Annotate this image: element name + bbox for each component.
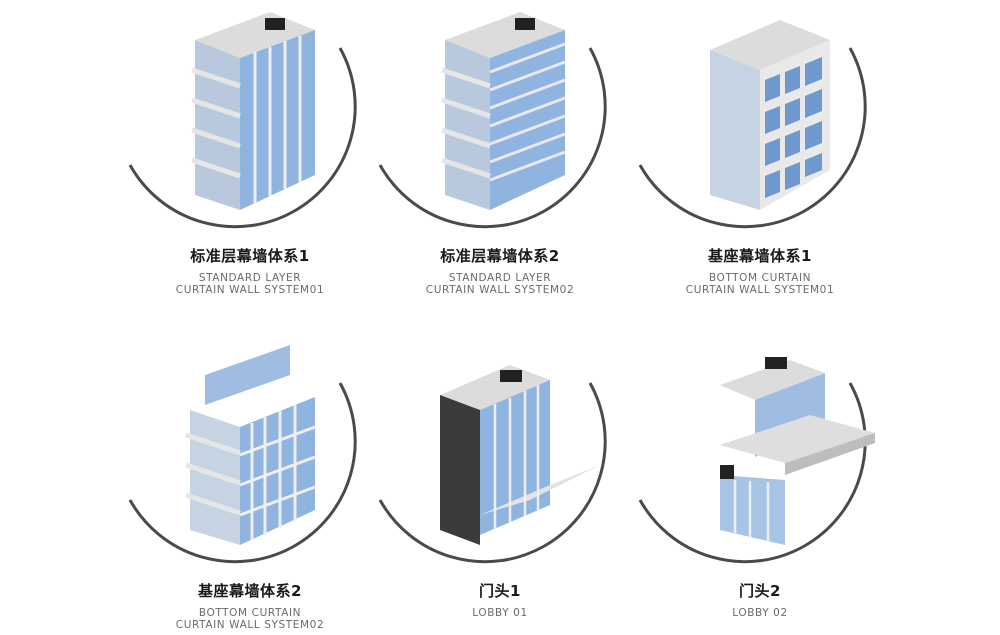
panel-title: 基座幕墙体系2	[198, 582, 302, 600]
panel-bottom-curtain-01: 基座幕墙体系1 BOTTOM CURTAIN CURTAIN WALL SYST…	[610, 0, 910, 300]
panel-title: 门头1	[479, 582, 521, 600]
panel-caption: 基座幕墙体系2 BOTTOM CURTAIN CURTAIN WALL SYST…	[100, 580, 400, 631]
panel-caption: 标准层幕墙体系2 STANDARD LAYER CURTAIN WALL SYS…	[350, 245, 650, 296]
backdrop-arc	[638, 47, 867, 229]
dark-side-wall	[440, 395, 480, 545]
rooftop-unit	[265, 18, 285, 30]
floor-slabs	[191, 67, 241, 179]
rooftop-unit	[515, 18, 535, 30]
canopy-slab	[720, 415, 875, 463]
mullions	[733, 480, 770, 541]
tower-illustration	[638, 20, 867, 229]
side-facade	[710, 50, 760, 210]
side-facade	[195, 40, 240, 210]
tower-illustration	[378, 365, 607, 564]
panel-caption: 门头2 LOBBY 02	[610, 580, 910, 619]
tower-illustration	[128, 345, 357, 564]
ground-glazing	[720, 475, 785, 545]
panel-subtitle: LOBBY 02	[732, 607, 788, 619]
backdrop-arc	[128, 382, 357, 564]
panel-title: 标准层幕墙体系1	[190, 247, 310, 265]
panel-caption: 门头1 LOBBY 01	[350, 580, 650, 619]
front-facade	[240, 30, 315, 210]
panel-subtitle: STANDARD LAYER CURTAIN WALL SYSTEM01	[175, 272, 325, 296]
structural-beam	[720, 465, 734, 479]
side-facade	[445, 40, 490, 210]
panel-standard-layer-01: 标准层幕墙体系1 STANDARD LAYER CURTAIN WALL SYS…	[100, 0, 400, 300]
floor-slabs	[185, 432, 241, 516]
staggered-mullions	[239, 405, 316, 540]
backdrop-arc	[378, 382, 607, 564]
tower-illustration	[638, 357, 875, 564]
panel-title: 标准层幕墙体系2	[440, 247, 560, 265]
panel-subtitle: STANDARD LAYER CURTAIN WALL SYSTEM02	[425, 272, 575, 296]
rooftop-unit	[500, 370, 522, 382]
tower-illustration	[128, 12, 357, 229]
panel-title: 基座幕墙体系1	[708, 247, 812, 265]
panel-lobby-02: 门头2 LOBBY 02	[610, 335, 910, 635]
roof	[440, 365, 550, 410]
horizontal-bands	[489, 42, 566, 182]
mullions	[493, 385, 540, 529]
tower-illustration	[378, 12, 607, 229]
backdrop-arc	[128, 47, 357, 229]
panel-subtitle: BOTTOM CURTAIN CURTAIN WALL SYSTEM02	[175, 607, 325, 631]
backdrop-arc	[378, 47, 607, 229]
panel-caption: 标准层幕墙体系1 STANDARD LAYER CURTAIN WALL SYS…	[100, 245, 400, 296]
roof	[710, 20, 830, 70]
window-grid	[765, 57, 822, 198]
mullions	[253, 36, 302, 203]
panel-caption: 基座幕墙体系1 BOTTOM CURTAIN CURTAIN WALL SYST…	[610, 245, 910, 296]
panel-bottom-curtain-02: 基座幕墙体系2 BOTTOM CURTAIN CURTAIN WALL SYST…	[100, 335, 400, 635]
front-facade	[490, 30, 565, 210]
floor-slabs	[441, 67, 491, 179]
panel-lobby-01: 门头1 LOBBY 01	[350, 335, 650, 635]
panel-subtitle: BOTTOM CURTAIN CURTAIN WALL SYSTEM01	[685, 272, 835, 296]
side-facade	[190, 410, 240, 545]
rooftop-unit	[765, 357, 787, 369]
panel-title: 门头2	[739, 582, 781, 600]
panel-standard-layer-02: 标准层幕墙体系2 STANDARD LAYER CURTAIN WALL SYS…	[350, 0, 650, 300]
canopy-edge	[785, 433, 875, 475]
upper-roof	[720, 360, 825, 400]
upper-glazing	[205, 345, 290, 405]
panel-subtitle: LOBBY 01	[472, 607, 528, 619]
